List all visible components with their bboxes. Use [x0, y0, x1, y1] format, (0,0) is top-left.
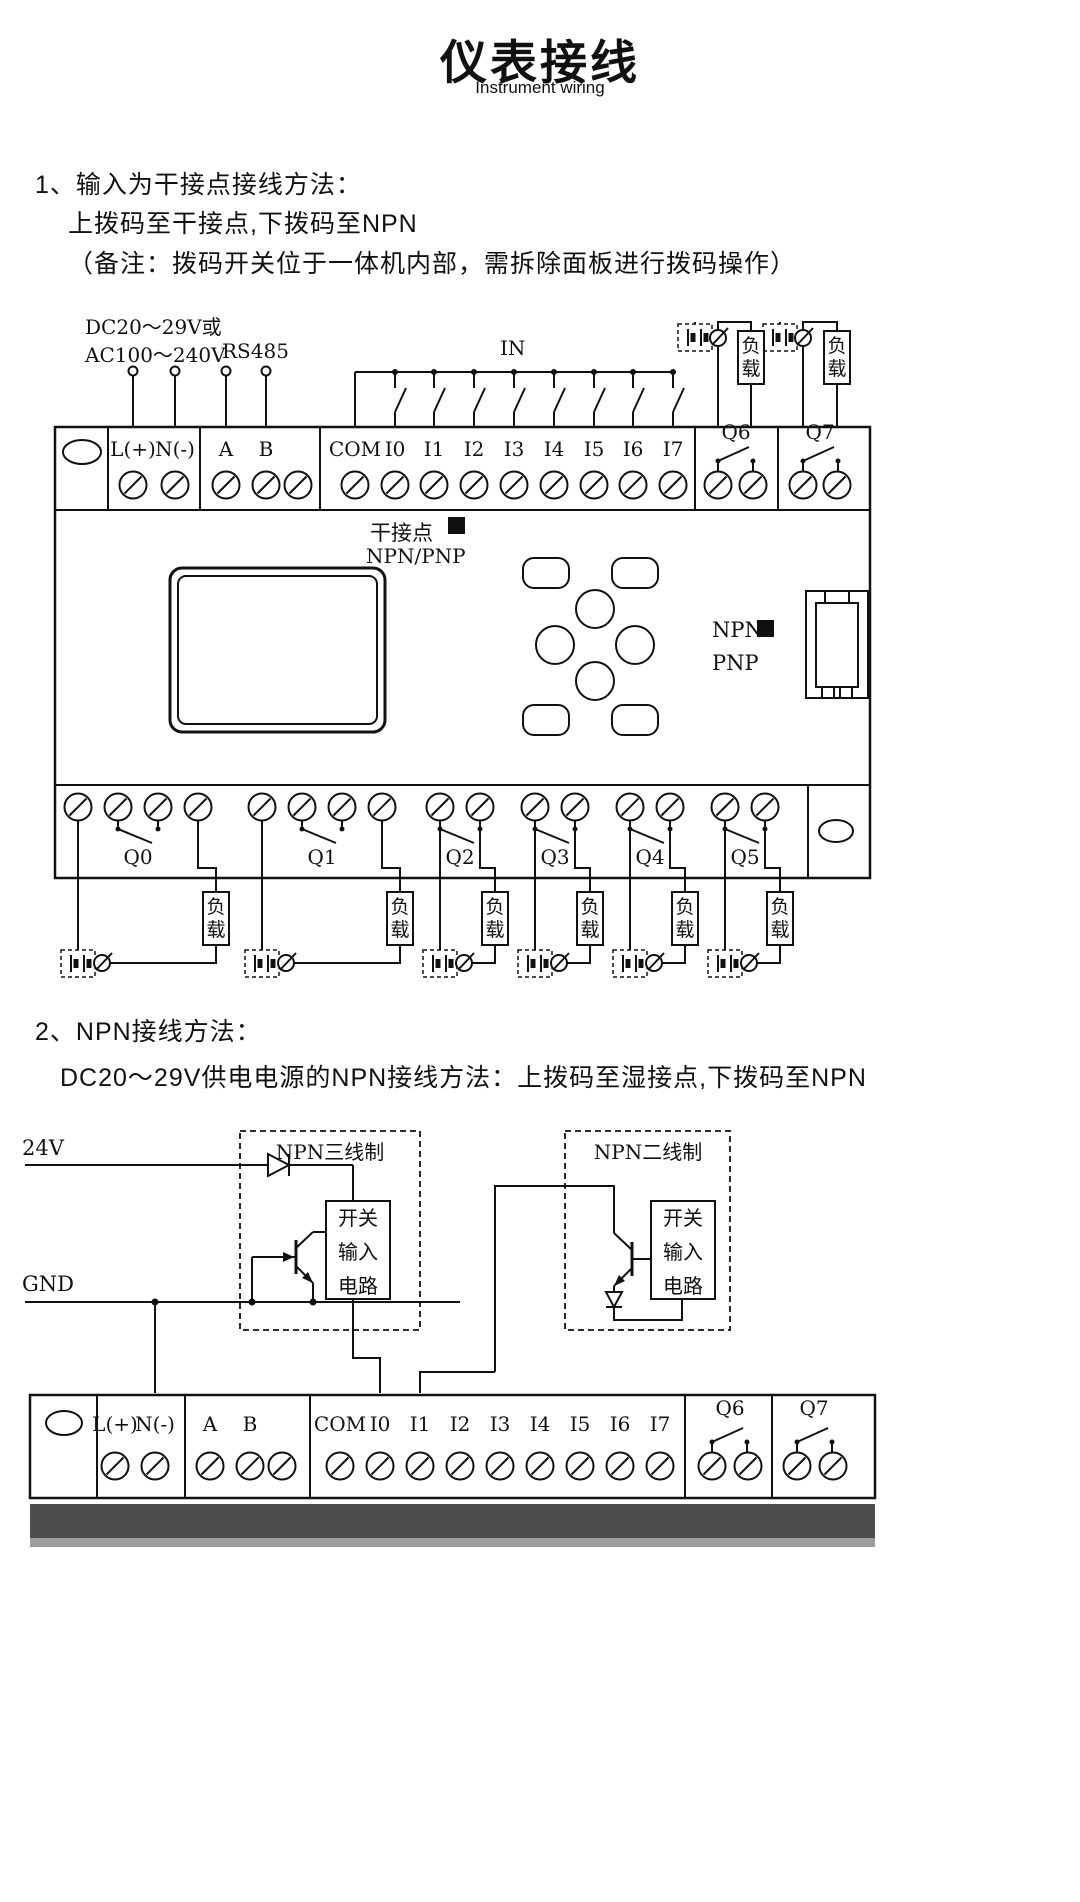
switch-input-circuit-box-1: 开关 输入 电路 [325, 1200, 391, 1300]
power-input-wires [127, 365, 272, 427]
npn-three-wire-title: NPN三线制 [275, 1140, 385, 1164]
dip-mode-indicators [448, 517, 774, 637]
terminal-label-i6: I6 [622, 437, 644, 461]
output-label-q2: Q2 [445, 845, 475, 869]
circuit-line: 开关 [338, 1205, 378, 1230]
terminal-label-i0: I0 [384, 437, 406, 461]
switch-input-circuit-box-2: 开关 输入 电路 [650, 1200, 716, 1300]
dry-contact-label: 干接点 [370, 521, 433, 545]
section1-note: （备注：拨码开关位于一体机内部，需拆除面板进行拨码操作） [68, 250, 797, 278]
output-label-q5: Q5 [730, 845, 760, 869]
q7-load-circuit [763, 321, 838, 427]
pnp-mode-label: PNP [712, 651, 759, 675]
terminal-label-i2: I2 [463, 437, 485, 461]
page-subtitle: Instrument wiring [475, 78, 605, 97]
npn-mode-label: NPN [712, 618, 763, 642]
terminal2-label-i0: I0 [369, 1412, 391, 1436]
nav-buttons [522, 557, 659, 736]
terminal-label-com: COM [328, 437, 382, 461]
npn-pnp-label: NPN/PNP [366, 544, 466, 568]
q6-label: Q6 [721, 420, 751, 444]
load-box-q4: 负载 [671, 891, 699, 946]
terminal-label-i3: I3 [503, 437, 525, 461]
npn-two-wire-sensor [419, 1185, 683, 1393]
circuit-line: 输入 [663, 1239, 703, 1264]
circuit-line: 开关 [663, 1205, 703, 1230]
terminal-label-i7: I7 [662, 437, 684, 461]
load-box-q6: 负载 [737, 330, 765, 385]
rs485-label: RS485 [222, 339, 289, 363]
terminal2-label-b: B [242, 1412, 258, 1436]
output-label-q1: Q1 [307, 845, 337, 869]
terminal-label-l: L(+) [110, 437, 156, 461]
terminal-label-i5: I5 [583, 437, 605, 461]
terminal-label-a: A [218, 437, 234, 461]
load-box-q0: 负载 [202, 891, 230, 946]
circuit-line: 电路 [663, 1273, 703, 1298]
terminal2-label-i3: I3 [489, 1412, 511, 1436]
terminal2-label-l: L(+) [92, 1412, 138, 1436]
q6-label-2: Q6 [715, 1396, 745, 1420]
side-connector-port [805, 590, 869, 699]
load-box-q3: 负载 [576, 891, 604, 946]
load-box-q1: 负载 [386, 891, 414, 946]
q7-label: Q7 [805, 420, 835, 444]
load-box-q5: 负载 [766, 891, 794, 946]
terminal2-label-n: N(-) [135, 1412, 175, 1436]
output-label-q3: Q3 [540, 845, 570, 869]
terminal2-label-i6: I6 [609, 1412, 631, 1436]
section1-heading: 1、输入为干接点接线方法： [35, 171, 362, 199]
section2-heading: 2、NPN接线方法： [35, 1018, 262, 1046]
terminal-label-i4: I4 [543, 437, 565, 461]
circuit-line: 输入 [338, 1239, 378, 1264]
device-body-edge [30, 1504, 875, 1547]
input-bus-wires [354, 368, 685, 428]
output-label-q0: Q0 [123, 845, 153, 869]
lcd-screen [168, 566, 387, 734]
npn-two-wire-title: NPN二线制 [593, 1140, 703, 1164]
terminal2-label-i1: I1 [409, 1412, 431, 1436]
section1-subheading: 上拨码至干接点,下拨码至NPN [68, 210, 418, 238]
circuit-line: 电路 [338, 1273, 378, 1298]
terminal-label-i1: I1 [423, 437, 445, 461]
terminal2-label-com: COM [313, 1412, 367, 1436]
terminal2-label-i5: I5 [569, 1412, 591, 1436]
rail-24v-label: 24V [22, 1136, 64, 1160]
terminal2-label-a: A [202, 1412, 218, 1436]
page-title: 仪表接线 [440, 36, 640, 89]
q7-label-2: Q7 [799, 1396, 829, 1420]
sensor-detail-boxes [239, 1130, 731, 1331]
output-load-circuits [61, 821, 781, 977]
terminal2-label-i4: I4 [529, 1412, 551, 1436]
power-label-line1: DC20～29V或 [85, 315, 222, 339]
power-label-line2: AC100～240V [85, 343, 226, 367]
terminal2-label-i7: I7 [649, 1412, 671, 1436]
rail-gnd-label: GND [22, 1272, 74, 1296]
section2-subheading: DC20～29V供电电源的NPN接线方法：上拨码至湿接点,下拨码至NPN [60, 1064, 867, 1092]
lower-terminal-strip [28, 1393, 877, 1500]
q6-load-circuit [678, 321, 752, 427]
terminal-label-b: B [258, 437, 274, 461]
output-label-q4: Q4 [635, 845, 665, 869]
sensor-supply-rails [25, 1152, 460, 1393]
terminal-label-n: N(-) [155, 437, 195, 461]
load-box-q7: 负载 [823, 330, 851, 385]
npn-three-wire-sensor [251, 1231, 381, 1393]
in-bus-label: IN [500, 336, 526, 360]
terminal2-label-i2: I2 [449, 1412, 471, 1436]
load-box-q2: 负载 [481, 891, 509, 946]
